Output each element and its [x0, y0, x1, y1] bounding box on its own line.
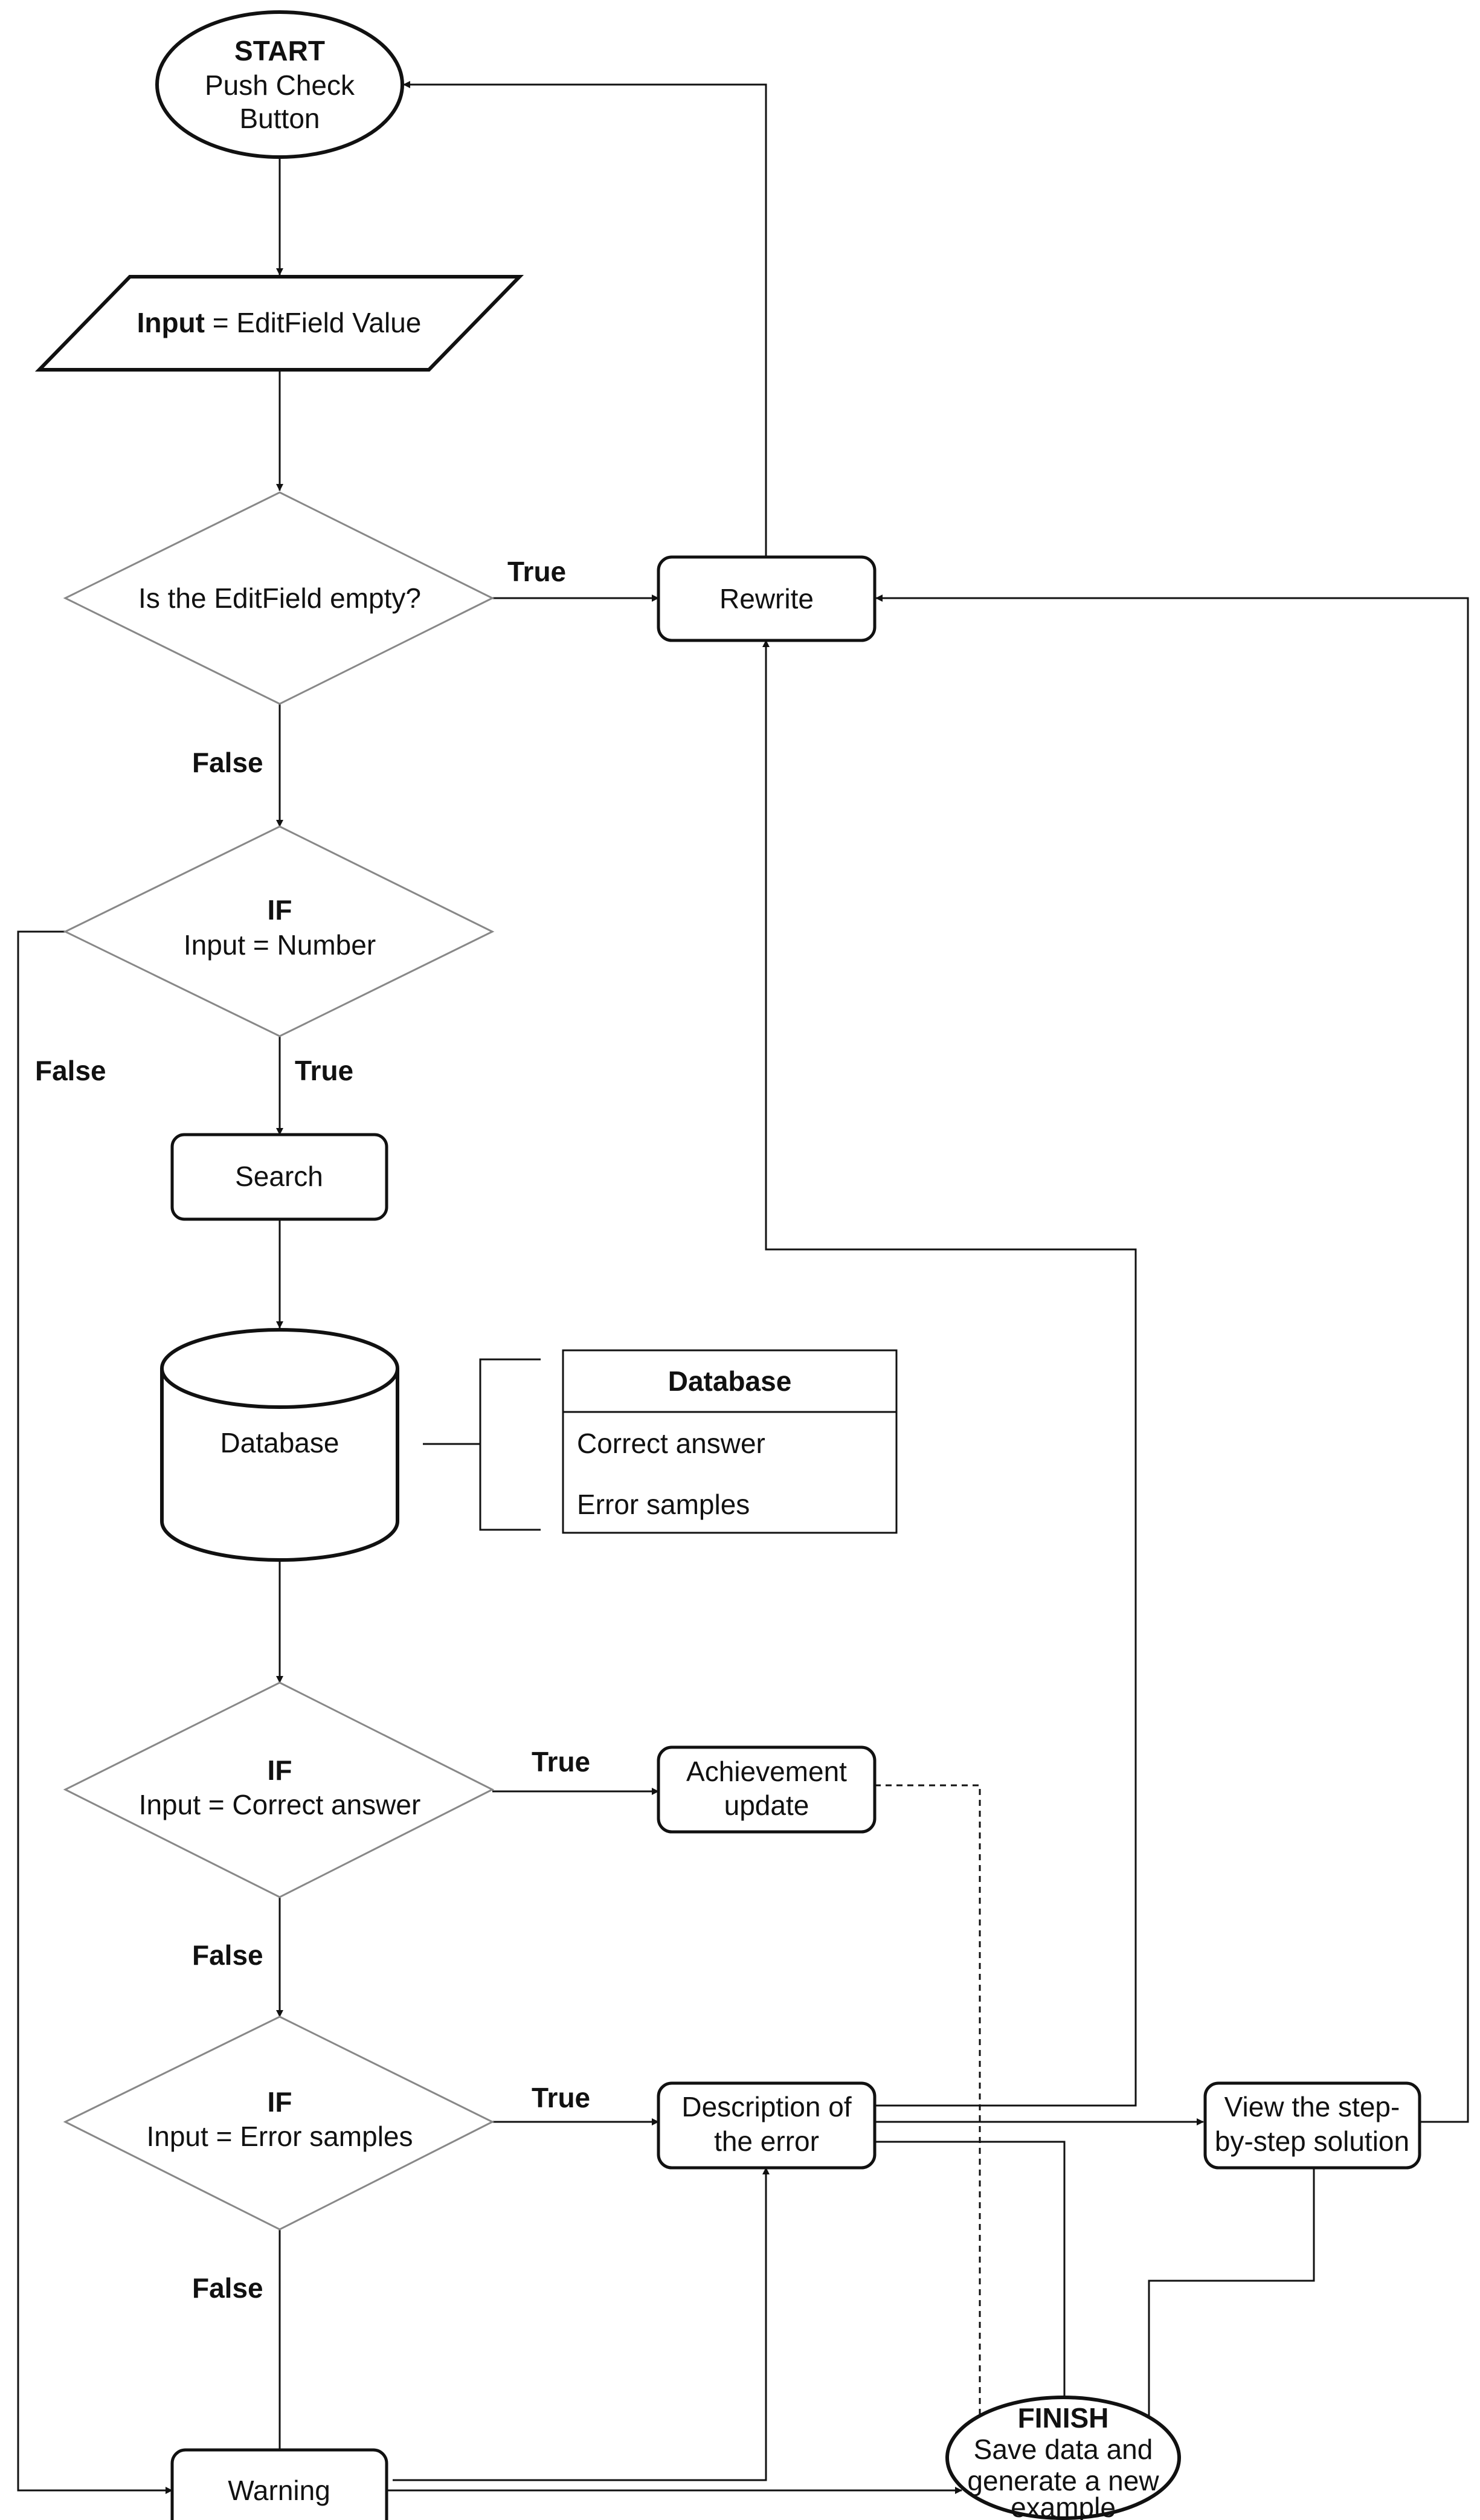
- edge-label-empty-false: False: [192, 747, 263, 778]
- decision-correct-title: IF: [268, 1755, 292, 1786]
- edge-label-error-true: True: [532, 2082, 590, 2113]
- database-label: Database: [220, 1427, 339, 1458]
- edge-view-rewrite: [875, 595, 1469, 2123]
- achievement-node: Achievement update: [657, 1745, 877, 1834]
- decision-number-title: IF: [268, 894, 292, 926]
- edge-label-error-false: False: [192, 2272, 263, 2304]
- database-bracket: [423, 1358, 541, 1531]
- edge-description-finish: [875, 2141, 1068, 2426]
- edge-description-rewrite: [762, 640, 1137, 2107]
- finish-title: FINISH: [1018, 2402, 1109, 2434]
- rewrite-label: Rewrite: [719, 583, 814, 614]
- input-label-rest: = EditField Value: [205, 307, 421, 338]
- decision-number-label: Input = Number: [184, 929, 376, 961]
- start-node: START Push Check Button: [155, 10, 404, 159]
- edge-warning-description: [393, 2167, 770, 2481]
- decision-number: IF Input = Number: [63, 825, 495, 1037]
- decision-empty-label: Is the EditField empty?: [138, 582, 421, 614]
- edge-label-number-true: True: [295, 1055, 353, 1086]
- start-label: Push Check: [205, 69, 355, 101]
- decision-correct-label: Input = Correct answer: [139, 1789, 421, 1820]
- edge-label-number-false: False: [35, 1055, 106, 1086]
- edge-label-empty-true: True: [507, 556, 566, 587]
- input-node: Input = EditField Value: [34, 275, 524, 372]
- edge-rewrite-start: [403, 81, 767, 557]
- finish-node: FINISH Save data and generate a new exam…: [945, 2396, 1181, 2520]
- start-title: START: [234, 35, 325, 66]
- edge-label-correct-false: False: [192, 1939, 263, 1971]
- input-label-bold: Input: [137, 307, 205, 338]
- edge-label-correct-true: True: [532, 1746, 590, 1777]
- view-solution-node: View the step- by-step solution: [1203, 2081, 1421, 2170]
- database-cylinder: Database: [160, 1328, 399, 1562]
- search-label: Search: [235, 1161, 323, 1192]
- achievement-label-2: update: [724, 1790, 809, 1821]
- finish-label: Save data and: [974, 2434, 1153, 2465]
- warning-label: Warning: [228, 2475, 330, 2506]
- decision-correct: IF Input = Correct answer: [63, 1681, 495, 1898]
- search-node: Search: [170, 1133, 388, 1221]
- decision-error-label: Input = Error samples: [146, 2121, 413, 2152]
- database-table: Database Correct answer Error samples: [562, 1349, 898, 1534]
- start-label-2: Button: [240, 103, 320, 134]
- database-table-row: Correct answer: [577, 1428, 765, 1459]
- view-solution-label: View the step-: [1224, 2091, 1400, 2122]
- database-table-row: Error samples: [577, 1489, 750, 1520]
- warning-node: Warning: [170, 2448, 388, 2520]
- database-table-header: Database: [668, 1365, 792, 1397]
- achievement-label: Achievement: [686, 1756, 847, 1787]
- finish-label-3: example: [1011, 2492, 1116, 2520]
- decision-error-title: IF: [268, 2086, 292, 2118]
- edge-achievement-finish: [875, 1784, 983, 2426]
- decision-empty: Is the EditField empty?: [63, 491, 495, 705]
- decision-error: IF Input = Error samples: [63, 2016, 495, 2231]
- view-solution-label-2: by-step solution: [1215, 2125, 1409, 2157]
- description-label-2: the error: [714, 2125, 819, 2157]
- description-label: Description of: [681, 2091, 851, 2122]
- description-node: Description of the error: [657, 2081, 877, 2170]
- rewrite-node: Rewrite: [657, 555, 877, 642]
- edge-number-warning: [17, 930, 173, 2494]
- edge-view-finish: [1145, 2168, 1315, 2426]
- input-label: Input = EditField Value: [137, 307, 422, 338]
- finish-label-2: generate a new: [967, 2465, 1159, 2496]
